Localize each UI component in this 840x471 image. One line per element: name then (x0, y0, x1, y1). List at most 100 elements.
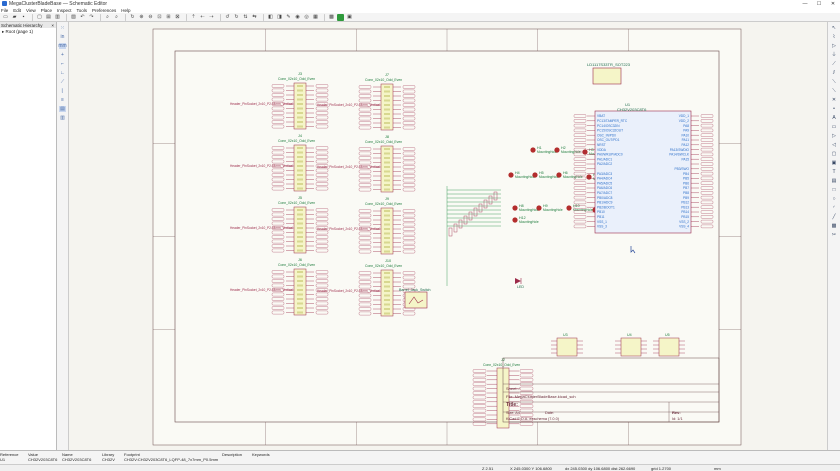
zoom-in-icon[interactable]: ⊕ (139, 14, 144, 20)
wire-mode-icon[interactable]: ∟ (60, 70, 65, 76)
no-connect-icon[interactable]: ✕ (831, 96, 837, 103)
close-button[interactable]: ✕ (830, 0, 836, 7)
hierarchy-root-item[interactable]: ▸ Root (page 1) (2, 29, 34, 34)
zoom-selection-icon[interactable]: ⊠ (175, 14, 180, 20)
search-panel-icon[interactable]: ▥ (60, 115, 65, 121)
menu-view[interactable]: View (26, 7, 36, 13)
hierarchy-close-icon[interactable]: × (51, 22, 54, 28)
mounting-hole-value: MountingHole (563, 175, 583, 179)
navigate-up-icon[interactable]: ⇡ (191, 14, 196, 20)
rotate-ccw-icon[interactable]: ↺ (225, 14, 230, 20)
add-net-class-icon[interactable]: ▭ (831, 123, 837, 130)
units-mm-icon[interactable]: mm (58, 43, 67, 49)
zoom-out-icon[interactable]: ⊖ (148, 14, 153, 20)
erc-icon[interactable]: ◉ (295, 14, 300, 20)
connector-j4: J4Conn_02x10_Odd_EvenHeader_PinSocket_2x… (230, 134, 329, 192)
net-label-box (472, 373, 487, 378)
select-arrow-icon[interactable]: ↖ (831, 24, 837, 31)
net-label-box (519, 408, 534, 413)
symbol-editor-icon[interactable]: ◧ (268, 14, 273, 20)
redo-icon[interactable]: ↷ (89, 14, 94, 20)
line-90-icon[interactable]: ⌊ (61, 88, 64, 94)
open-folder-icon[interactable]: ▰ (12, 14, 17, 20)
paste-icon[interactable]: ▧ (71, 14, 76, 20)
delete-tool-icon[interactable]: ✂ (831, 231, 837, 238)
menu-preferences[interactable]: Preferences (92, 7, 117, 13)
net-label-box (315, 230, 329, 235)
highlight-net-icon[interactable]: ⌇ (832, 33, 836, 40)
print-icon[interactable]: ▤ (46, 14, 51, 20)
bom-icon[interactable]: ▦ (313, 14, 318, 20)
net-label-box (573, 195, 587, 200)
property-label: Name (62, 452, 73, 457)
annotate-icon[interactable]: ✎ (286, 14, 291, 20)
units-inch-icon[interactable]: in (60, 34, 65, 40)
header-label: Header_PinSocket_2x10_P2.54mm_Vertical (317, 227, 380, 231)
menu-edit[interactable]: Edit (13, 7, 22, 13)
maximize-button[interactable]: ☐ (816, 0, 822, 7)
properties-panel-icon[interactable]: ▤ (59, 106, 66, 112)
import-sheet-pin-icon[interactable]: ▣ (831, 159, 837, 166)
net-label-box (402, 165, 416, 169)
add-hier-label-icon[interactable]: ◁ (832, 141, 836, 148)
add-rectangle-icon[interactable]: □ (832, 186, 836, 193)
pcb-editor-icon[interactable]: ▣ (347, 14, 352, 20)
add-textbox-icon[interactable]: ▤ (831, 177, 837, 184)
add-power-icon[interactable]: ⏚ (831, 52, 837, 58)
save-icon[interactable]: ▪ (22, 14, 25, 20)
add-wire-icon[interactable]: ⟋ (832, 60, 836, 67)
grid-toggle-icon[interactable]: ⁙ (60, 25, 65, 31)
menu-tools[interactable]: Tools (76, 7, 88, 13)
minimize-button[interactable]: — (802, 0, 808, 7)
update-pcb-icon[interactable] (337, 13, 344, 21)
add-text-icon[interactable]: T (832, 168, 836, 175)
refresh-icon[interactable]: ↻ (130, 14, 135, 20)
add-wire-entry-icon[interactable]: ⟍ (832, 78, 836, 85)
net-label-box (402, 112, 416, 116)
find-icon[interactable]: ⌕ (106, 14, 109, 20)
zoom-objects-icon[interactable]: ⊞ (166, 14, 171, 20)
add-lines-icon[interactable]: ╱ (832, 213, 836, 220)
mounting-hole-value: MountingHole (539, 175, 559, 179)
add-circle-icon[interactable]: ○ (832, 195, 836, 202)
net-label-box (402, 178, 416, 183)
menu-inspect[interactable]: Inspect (56, 7, 72, 13)
add-label-icon[interactable]: A (832, 114, 836, 121)
add-image-icon[interactable]: ▩ (831, 222, 837, 229)
plot-icon[interactable]: ▥ (55, 14, 60, 20)
line-45-icon[interactable]: ⟋ (60, 79, 65, 85)
hierarchy-panel-icon[interactable]: ≡ (61, 97, 64, 103)
symbol-library-icon[interactable]: ◨ (277, 14, 282, 20)
navigate-back-icon[interactable]: ⇠ (200, 14, 205, 20)
rotate-cw-icon[interactable]: ↻ (234, 14, 239, 20)
hidden-pins-icon[interactable]: ⌐ (61, 61, 64, 67)
add-junction-icon[interactable]: • (833, 105, 835, 112)
add-symbol-icon[interactable]: ▷ (832, 42, 836, 49)
add-bus-icon[interactable]: ⫽ (832, 69, 836, 76)
menu-file[interactable]: File (1, 7, 9, 13)
net-label-box (472, 395, 487, 400)
new-schematic-icon[interactable]: ▭ (3, 14, 8, 20)
undo-icon[interactable]: ↶ (80, 14, 85, 20)
zoom-fit-icon[interactable]: ⊡ (157, 14, 162, 20)
add-bus-entry-icon[interactable]: ⟍ (832, 87, 836, 94)
page-settings-icon[interactable]: ▢ (37, 14, 42, 20)
cursor-shape-icon[interactable]: + (61, 52, 64, 58)
menu-help[interactable]: Help (121, 7, 131, 13)
net-label-box (573, 215, 587, 219)
schematic-drawing[interactable]: J3Conn_02x10_Odd_EvenHeader_PinSocket_2x… (69, 22, 827, 450)
mcu-pin-name: VBAT (597, 114, 605, 118)
add-sheet-icon[interactable]: ▢ (831, 150, 837, 157)
net-label-box (271, 292, 285, 297)
navigate-forward-icon[interactable]: ⇢ (209, 14, 214, 20)
menu-place[interactable]: Place (40, 7, 52, 13)
mirror-vertical-icon[interactable]: ⇅ (243, 14, 248, 20)
add-global-label-icon[interactable]: ▷ (832, 132, 836, 139)
footprint-assign-icon[interactable]: ◎ (304, 14, 309, 20)
netlist-icon[interactable]: ▩ (329, 14, 334, 20)
add-arc-icon[interactable]: ◜ (833, 204, 835, 211)
mirror-horizontal-icon[interactable]: ⇆ (252, 14, 257, 20)
mcu-pin-name: NRST (597, 143, 606, 147)
find-replace-icon[interactable]: ⌕ (115, 14, 118, 20)
